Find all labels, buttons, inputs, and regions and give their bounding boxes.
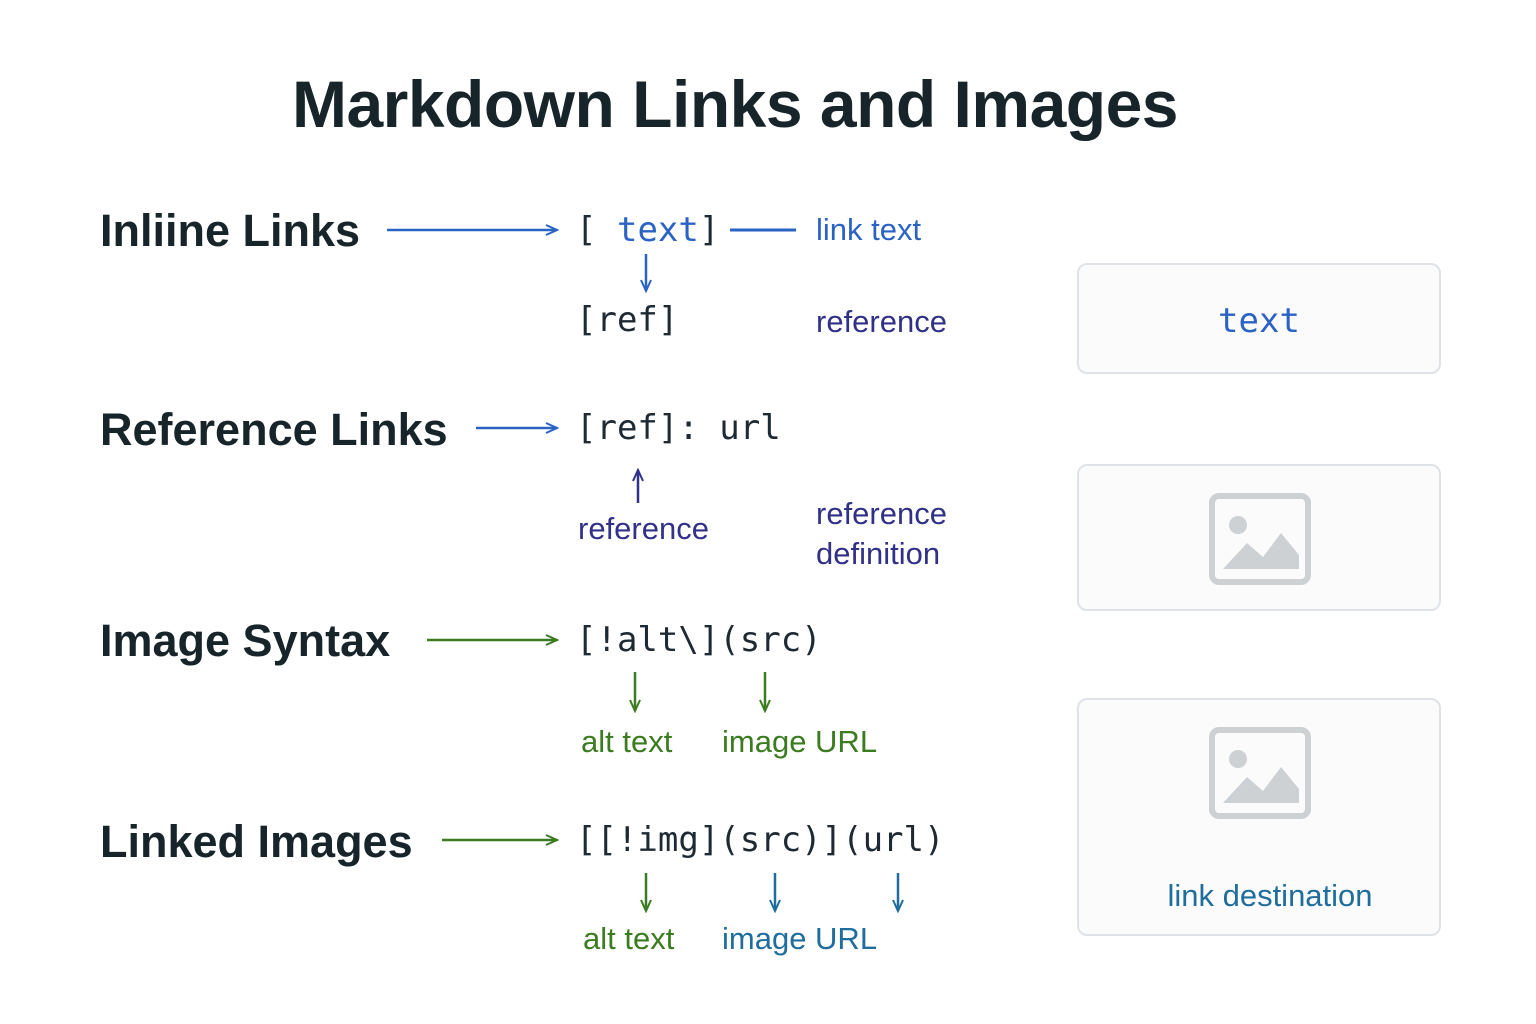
annotation-alt-text: alt text (581, 724, 673, 759)
annotation-linked-alt-text: alt text (583, 921, 675, 956)
section-label-linked-images: Linked Images (100, 816, 413, 867)
code-link-text: text (616, 210, 699, 250)
preview-panel-linked-image: link destination (1077, 698, 1441, 936)
linked-image-placeholder-icon[interactable] (1209, 727, 1313, 819)
section-label-image-syntax: Image Syntax (100, 615, 391, 666)
code-inline-link: [ text] (576, 210, 719, 250)
annotation-reference-definition-line1: reference (816, 496, 947, 531)
annotation-linked-image-url: image URL (722, 921, 878, 956)
preview-link-text[interactable]: text (1218, 301, 1300, 341)
annotation-link-text: link text (816, 212, 922, 247)
image-placeholder-icon (1209, 493, 1311, 585)
annotation-reference: reference (816, 304, 947, 339)
page-title: Markdown Links and Images (291, 67, 1179, 141)
annotation-image-url: image URL (722, 724, 878, 759)
preview-panel-link: text (1077, 263, 1441, 374)
annotation-reference-definition-line2: definition (816, 536, 941, 571)
annotation-link-destination: link destination (1167, 878, 1373, 913)
section-label-inline-links: Inliine Links (100, 205, 361, 256)
annotation-reference-label: reference (578, 511, 709, 546)
code-linked-image: [[!img](src)](url) (576, 820, 945, 860)
code-bracket-close: ] (698, 210, 720, 250)
section-label-reference-links: Reference Links (100, 404, 448, 455)
preview-panel-image (1077, 464, 1441, 611)
code-reference-definition: [ref]: url (576, 408, 781, 448)
code-bracket-open: [ (576, 210, 597, 250)
annotation-reference-definition: reference definition (816, 494, 947, 574)
code-image-syntax: [!alt\](src) (576, 620, 822, 660)
code-inline-ref: [ref] (576, 300, 679, 340)
